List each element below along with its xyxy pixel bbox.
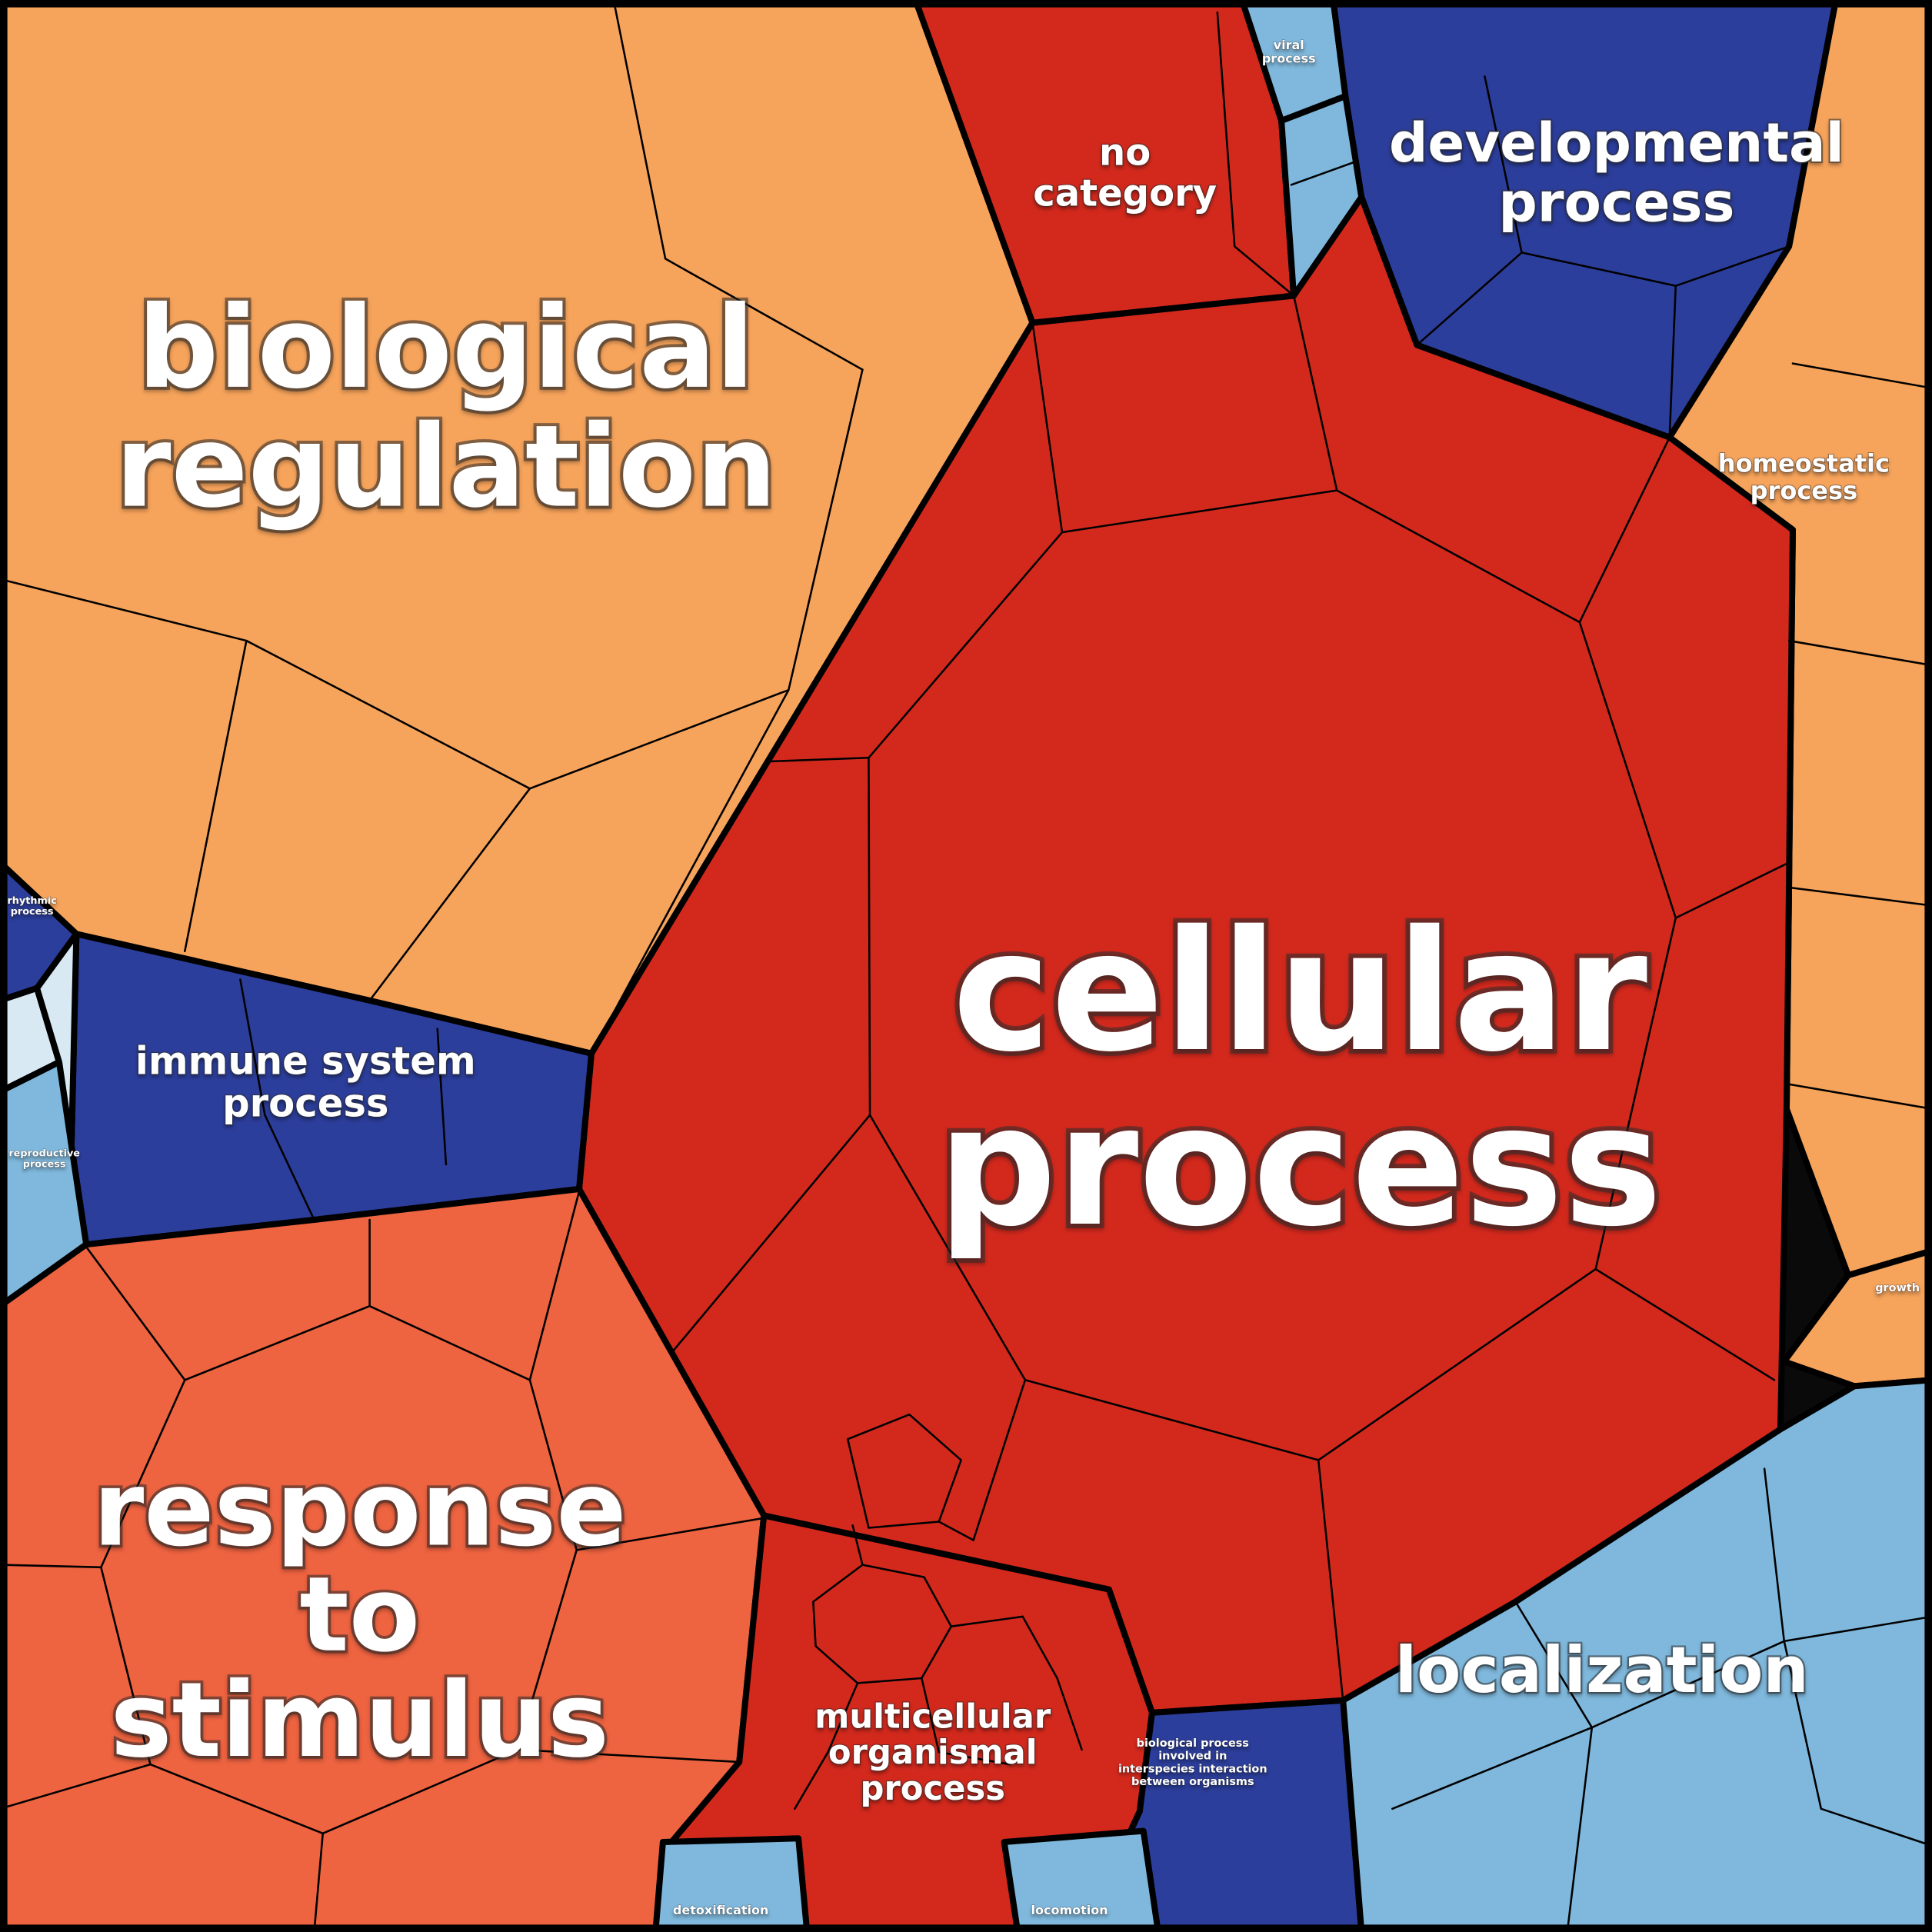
subcell-boundary [1783, 1640, 1932, 1847]
subcell-boundary [436, 1028, 448, 1166]
cell-detoxification[interactable] [652, 1835, 811, 1932]
subcell-boundary [516, 1748, 741, 1764]
subcell-boundary [1056, 1677, 1083, 1751]
subcell-boundary [1216, 11, 1295, 297]
subcell-boundary [0, 1564, 102, 1569]
subcell-boundary [313, 1832, 325, 1932]
cell-localization[interactable] [1340, 1377, 1932, 1932]
subcell-boundary [1391, 1726, 1594, 1810]
subcell-boundary [1763, 1467, 1786, 1643]
subcell-boundary [1785, 886, 1932, 907]
subcell-boundary [1578, 436, 1671, 624]
cell-reproductive-process[interactable] [0, 1058, 90, 1310]
subcell-boundary [239, 978, 315, 1221]
cell-locomotion[interactable] [1001, 1827, 1161, 1932]
subcell-boundary [1031, 321, 1064, 534]
subcell-boundary [827, 1682, 859, 1754]
subcell-boundary [846, 1413, 962, 1529]
subcell-boundary [1292, 295, 1338, 491]
subcell-boundary [528, 1190, 581, 1381]
subcell-boundary [794, 1750, 829, 1810]
subcell-boundary [1317, 1459, 1344, 1702]
subcell-boundary [950, 1615, 1024, 1627]
subcell-boundary [972, 1379, 1027, 1541]
subcell-boundary [1021, 1615, 1058, 1680]
subcell-boundary [1787, 639, 1932, 667]
subcell-boundary [670, 1114, 871, 1354]
subcell-boundary [766, 756, 870, 763]
subcell-boundary [575, 1517, 765, 1551]
subcell-boundary [921, 1677, 941, 1754]
subcell-boundary [1791, 362, 1932, 389]
subcell-boundary [1594, 1267, 1776, 1381]
cell-interspecies-interaction[interactable] [1081, 1697, 1365, 1932]
subcell-boundary [0, 1763, 152, 1810]
subcell-boundary [851, 1524, 864, 1566]
subcell-boundary [1674, 861, 1790, 919]
subcell-boundary [184, 639, 248, 953]
cell-multicellular-organismal-process[interactable] [662, 1512, 1155, 1932]
subcell-boundary [868, 489, 1677, 1461]
subcell-boundary [938, 1750, 1011, 1766]
subcell-boundary [812, 1564, 953, 1684]
subcell-boundary [85, 1245, 186, 1381]
subcell-boundary [612, 0, 864, 371]
subcell-boundary [1668, 285, 1677, 439]
subcell-boundary [938, 1521, 974, 1541]
subcell-boundary [1290, 162, 1354, 186]
subcell-boundary [1787, 1083, 1932, 1111]
